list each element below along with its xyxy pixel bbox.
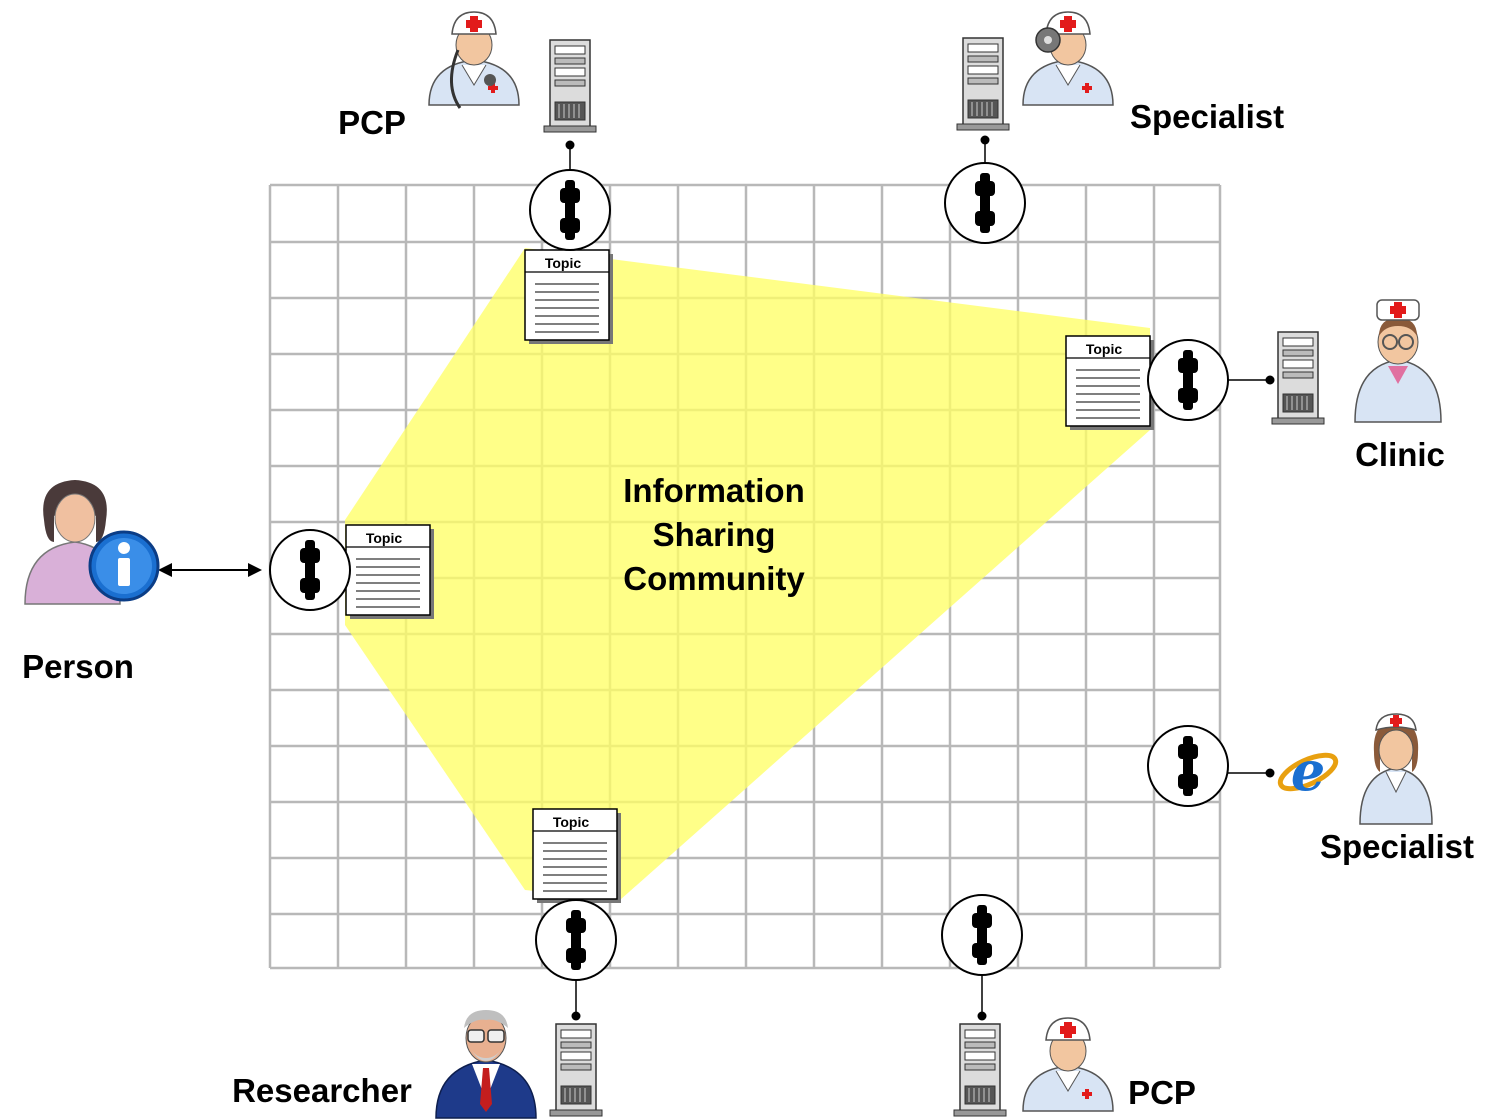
pcp-bottom-node[interactable]: PCP xyxy=(953,1017,1196,1117)
topic-document-right[interactable]: Topic xyxy=(1065,335,1155,431)
connector-researcher[interactable] xyxy=(535,899,617,981)
svg-text:e: e xyxy=(1291,739,1325,803)
topic-document-bottom[interactable]: Topic xyxy=(532,808,622,904)
community-title-line-3: Community xyxy=(623,560,805,597)
topic-document-top[interactable]: Topic xyxy=(524,249,614,345)
researcher-icon xyxy=(435,1010,537,1119)
community-title-line-2: Sharing xyxy=(653,516,776,553)
link-specialist-top xyxy=(980,135,990,163)
pcp-bottom-label: PCP xyxy=(1128,1074,1196,1111)
clinic-node[interactable]: Clinic xyxy=(1271,299,1445,473)
topic-document-left[interactable]: Topic xyxy=(345,524,435,620)
doctor-icon xyxy=(1022,1017,1114,1112)
doctor-head-mirror-icon xyxy=(1022,11,1114,106)
specialist-right-node[interactable]: e Specialist xyxy=(1276,713,1474,865)
researcher-label: Researcher xyxy=(232,1072,412,1109)
server-icon xyxy=(1271,331,1325,425)
server-icon xyxy=(543,39,597,133)
researcher-node[interactable]: Researcher xyxy=(232,1010,603,1119)
pcp-top-label: PCP xyxy=(338,104,406,141)
specialist-right-label: Specialist xyxy=(1320,828,1474,865)
person-node[interactable]: Person xyxy=(22,480,160,685)
specialist-top-node[interactable]: Specialist xyxy=(956,11,1284,135)
person-label: Person xyxy=(22,648,134,685)
link-researcher xyxy=(571,980,581,1021)
browser-e-icon: e xyxy=(1277,739,1339,803)
community-area xyxy=(345,248,1150,900)
link-person xyxy=(158,563,262,577)
server-icon xyxy=(956,37,1010,131)
specialist-top-label: Specialist xyxy=(1130,98,1284,135)
connector-pcp-top[interactable] xyxy=(529,169,611,251)
doctor-stethoscope-icon xyxy=(428,11,520,109)
connector-specialist-top[interactable] xyxy=(944,162,1026,244)
link-specialist-right xyxy=(1228,768,1275,778)
pcp-top-node[interactable]: PCP xyxy=(338,11,597,141)
woman-info-icon xyxy=(24,480,160,605)
topic-label: Topic xyxy=(553,814,590,830)
community-title-line-1: Information xyxy=(623,472,804,509)
link-clinic xyxy=(1228,375,1275,385)
topic-label: Topic xyxy=(366,530,403,546)
connector-clinic[interactable] xyxy=(1147,339,1229,421)
connector-specialist-right[interactable] xyxy=(1147,725,1229,807)
server-icon xyxy=(549,1023,603,1117)
topic-label: Topic xyxy=(545,255,582,271)
server-icon xyxy=(953,1023,1007,1117)
nurse-glasses-icon xyxy=(1354,299,1442,423)
connector-pcp-bottom[interactable] xyxy=(941,894,1023,976)
connector-person[interactable] xyxy=(269,529,351,611)
link-pcp-top xyxy=(565,140,575,170)
nurse-icon xyxy=(1359,713,1433,825)
topic-label: Topic xyxy=(1086,341,1123,357)
clinic-label: Clinic xyxy=(1355,436,1445,473)
link-pcp-bottom xyxy=(977,975,987,1021)
